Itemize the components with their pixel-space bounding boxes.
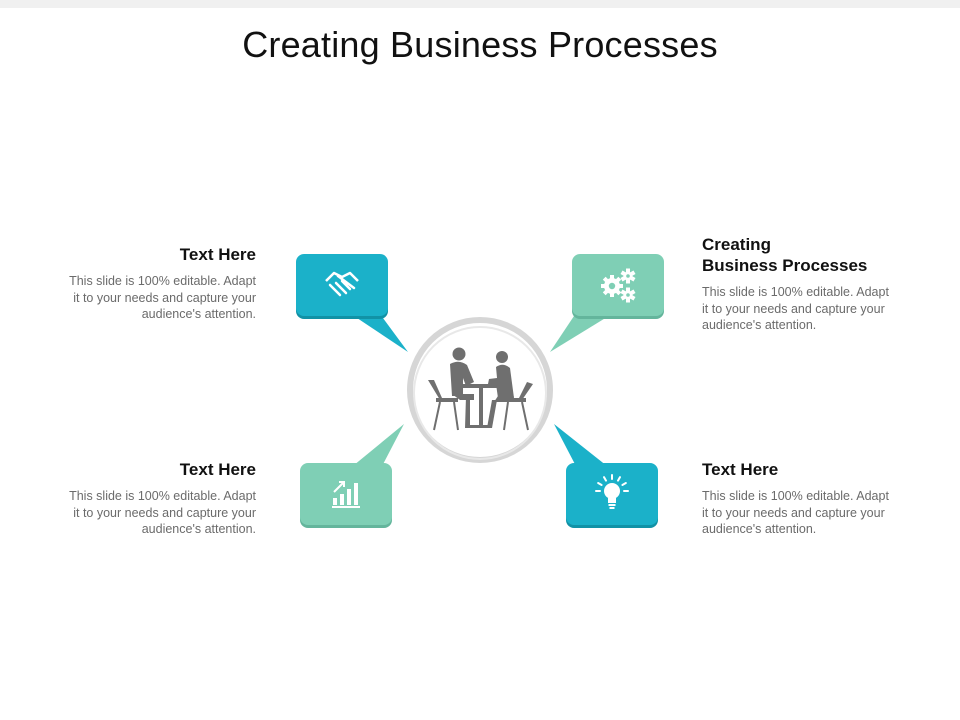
lightbulb-icon [595,474,629,509]
item-bottom-right: Text Here This slide is 100% editable. A… [702,459,922,538]
callout-pointer [345,310,408,352]
callout-bottom-left [300,424,404,528]
callout-box [300,463,392,525]
item-bottom-right-heading: Text Here [702,460,779,479]
gears-icon [601,268,636,303]
slide-title: Creating Business Processes [242,24,718,65]
top-strip [0,0,960,8]
item-bottom-left-heading: Text Here [179,460,256,479]
item-top-left-body: This slide is 100% editable. Adapt it to… [69,274,256,321]
callout-pointer [550,310,612,352]
item-bottom-left-body: This slide is 100% editable. Adapt it to… [69,489,256,536]
item-top-left: Text Here This slide is 100% editable. A… [16,244,256,323]
item-top-right-heading-text: Creating Business Processes [702,235,868,275]
item-top-left-heading: Text Here [179,245,256,264]
callout-top-right [550,254,664,352]
item-bottom-right-body: This slide is 100% editable. Adapt it to… [702,489,889,536]
center-ring-shadow [413,326,547,460]
handshake-icon [325,271,359,297]
callout-bottom-right [554,424,658,528]
item-bottom-left: Text Here This slide is 100% editable. A… [16,459,256,538]
item-top-right-body: This slide is 100% editable. Adapt it to… [702,285,889,332]
callouts [296,254,664,528]
callout-pointer [348,424,404,470]
callout-pointer [554,424,612,470]
item-top-right: Creating Business Processes This slide i… [702,234,922,334]
growth-chart-icon [332,481,360,508]
business-meeting-icon [428,347,533,431]
item-top-right-heading: Creating Business Processes [702,234,922,276]
callout-box [296,254,388,316]
callout-top-left [296,254,408,352]
